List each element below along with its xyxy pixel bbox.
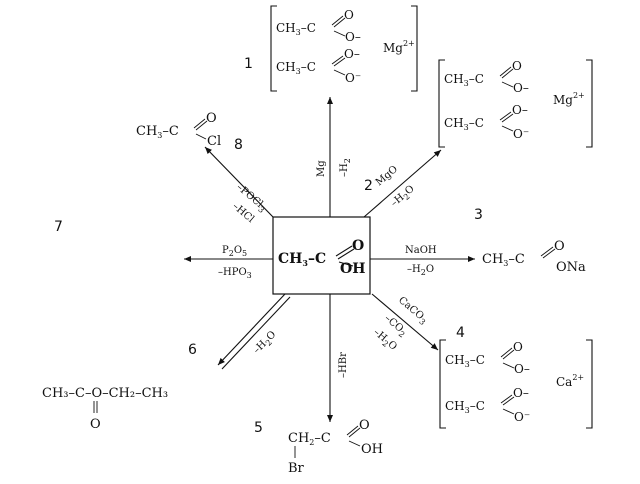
label-4: 4 bbox=[456, 325, 465, 341]
product-2-ominus-bot: O⁻ bbox=[513, 127, 529, 141]
product-5-br: Br bbox=[288, 461, 305, 476]
product-5-dbond-b bbox=[348, 427, 361, 438]
product-1-mg: Mg2+ bbox=[383, 39, 415, 55]
center-single-bond bbox=[338, 261, 354, 267]
center-ch3: CH3–C bbox=[278, 251, 326, 268]
arrow-sw-b bbox=[221, 296, 291, 370]
product-3-ona: ONa bbox=[556, 260, 586, 275]
product-2-bond-bot bbox=[501, 125, 514, 132]
product-2-dbond-top-b bbox=[501, 68, 514, 79]
product-3-dbond-a bbox=[540, 246, 554, 257]
product-5-oh: OH bbox=[361, 442, 383, 457]
product-8-cl: Cl bbox=[207, 134, 221, 149]
cond-up-a: Mg bbox=[316, 160, 327, 177]
product-4-dbond-top-a bbox=[500, 347, 513, 358]
arrow-se bbox=[371, 293, 439, 351]
product-2-bracket-right bbox=[586, 59, 593, 148]
product-3-o: O bbox=[554, 239, 565, 254]
arrow-ne bbox=[363, 149, 442, 218]
product-1-ominus-top: O– bbox=[345, 30, 361, 44]
product-1-ch3-top: CH3–C bbox=[276, 21, 316, 37]
product-5-dbond-a bbox=[346, 425, 359, 436]
product-2-bond-top bbox=[501, 81, 514, 88]
cond-ne-b: –H2O bbox=[389, 183, 418, 210]
label-3: 3 bbox=[474, 207, 483, 223]
product-1-bond-bot bbox=[333, 69, 346, 76]
product-1-dbond-bot-b bbox=[333, 57, 346, 67]
product-4-ominus-top: O– bbox=[514, 362, 530, 376]
product-5-o: O bbox=[359, 418, 370, 433]
product-2-dbond-bot-a bbox=[499, 111, 512, 121]
center-box bbox=[272, 216, 371, 295]
arrow-sw-a bbox=[217, 293, 286, 366]
cond-e-a: NaOH bbox=[405, 245, 437, 256]
product-2-o-bot: O– bbox=[512, 103, 528, 117]
product-4-ch3-bot: CH3–C bbox=[445, 399, 485, 415]
product-4-ch3-top: CH3–C bbox=[445, 353, 485, 369]
product-4-o-bot: O– bbox=[513, 386, 529, 400]
product-4-dbond-bot-a bbox=[500, 394, 513, 404]
product-4-ominus-bot: O⁻ bbox=[514, 410, 530, 424]
product-1-dbond-top-b bbox=[333, 17, 346, 28]
product-2-ch3-bot: CH3–C bbox=[444, 116, 484, 132]
product-4-ca: Ca2+ bbox=[556, 373, 584, 389]
product-4-bracket-right bbox=[586, 339, 593, 429]
product-1-dbond-bot-a bbox=[331, 55, 344, 65]
product-4-dbond-bot-b bbox=[502, 396, 515, 406]
label-6: 6 bbox=[188, 342, 197, 358]
product-1-bracket-left bbox=[270, 5, 277, 92]
product-2-ominus-top: O– bbox=[513, 81, 529, 95]
center-o: O bbox=[352, 238, 364, 254]
product-1-dbond-top-a bbox=[331, 15, 344, 26]
product-2-mg: Mg2+ bbox=[553, 91, 585, 107]
product-2-o-top: O bbox=[512, 59, 522, 73]
product-8-dbond-a bbox=[193, 118, 206, 129]
cond-up-b: –H2 bbox=[339, 158, 352, 177]
center-double-bond-b bbox=[337, 248, 355, 260]
product-2-bracket-left bbox=[438, 59, 445, 148]
product-1-bracket-right bbox=[411, 5, 418, 92]
product-3-dbond-b bbox=[542, 248, 556, 259]
product-1-o-top: O bbox=[344, 8, 354, 22]
product-1-bond-top bbox=[333, 30, 346, 37]
label-8: 8 bbox=[234, 137, 243, 153]
product-5-bond-oh bbox=[348, 440, 361, 447]
product-4-dbond-top-b bbox=[502, 349, 515, 360]
cond-w-a: P2O5 bbox=[222, 245, 247, 258]
center-oh: OH bbox=[340, 261, 365, 277]
product-6-o: O bbox=[90, 417, 101, 432]
product-1-ominus-bot: O⁻ bbox=[345, 71, 361, 85]
product-3-ch3: CH3–C bbox=[482, 252, 525, 268]
label-1: 1 bbox=[244, 56, 253, 72]
product-2-dbond-bot-b bbox=[501, 113, 514, 123]
product-8-o: O bbox=[206, 111, 217, 126]
product-2-dbond-top-a bbox=[499, 66, 512, 77]
product-4-o-top: O bbox=[513, 340, 523, 354]
arrow-nw bbox=[204, 146, 274, 218]
cond-down-a: –HBr bbox=[338, 352, 349, 378]
product-4-bond-top bbox=[502, 362, 515, 369]
label-7: 7 bbox=[54, 219, 63, 235]
product-4-bond-bot bbox=[502, 408, 515, 415]
product-2-ch3-top: CH3–C bbox=[444, 72, 484, 88]
cond-e-b: –H2O bbox=[407, 264, 434, 277]
cond-ne-a: MgO bbox=[374, 164, 400, 188]
product-1-o-bot: O– bbox=[344, 47, 360, 61]
cond-w-b: –HPO3 bbox=[218, 267, 252, 280]
product-5-ch2: CH2–C bbox=[288, 431, 331, 447]
product-8-dbond-b bbox=[195, 120, 208, 131]
product-8-bond-cl bbox=[195, 133, 207, 140]
label-2: 2 bbox=[364, 178, 373, 194]
label-5: 5 bbox=[254, 420, 263, 436]
product-8-ch3: CH3–C bbox=[136, 124, 179, 140]
center-double-bond-a bbox=[335, 245, 353, 257]
product-6-ester: CH₃–C–O–CH₂–CH₃ bbox=[42, 386, 168, 401]
product-1-ch3-bot: CH3–C bbox=[276, 60, 316, 76]
product-4-bracket-left bbox=[439, 339, 446, 429]
